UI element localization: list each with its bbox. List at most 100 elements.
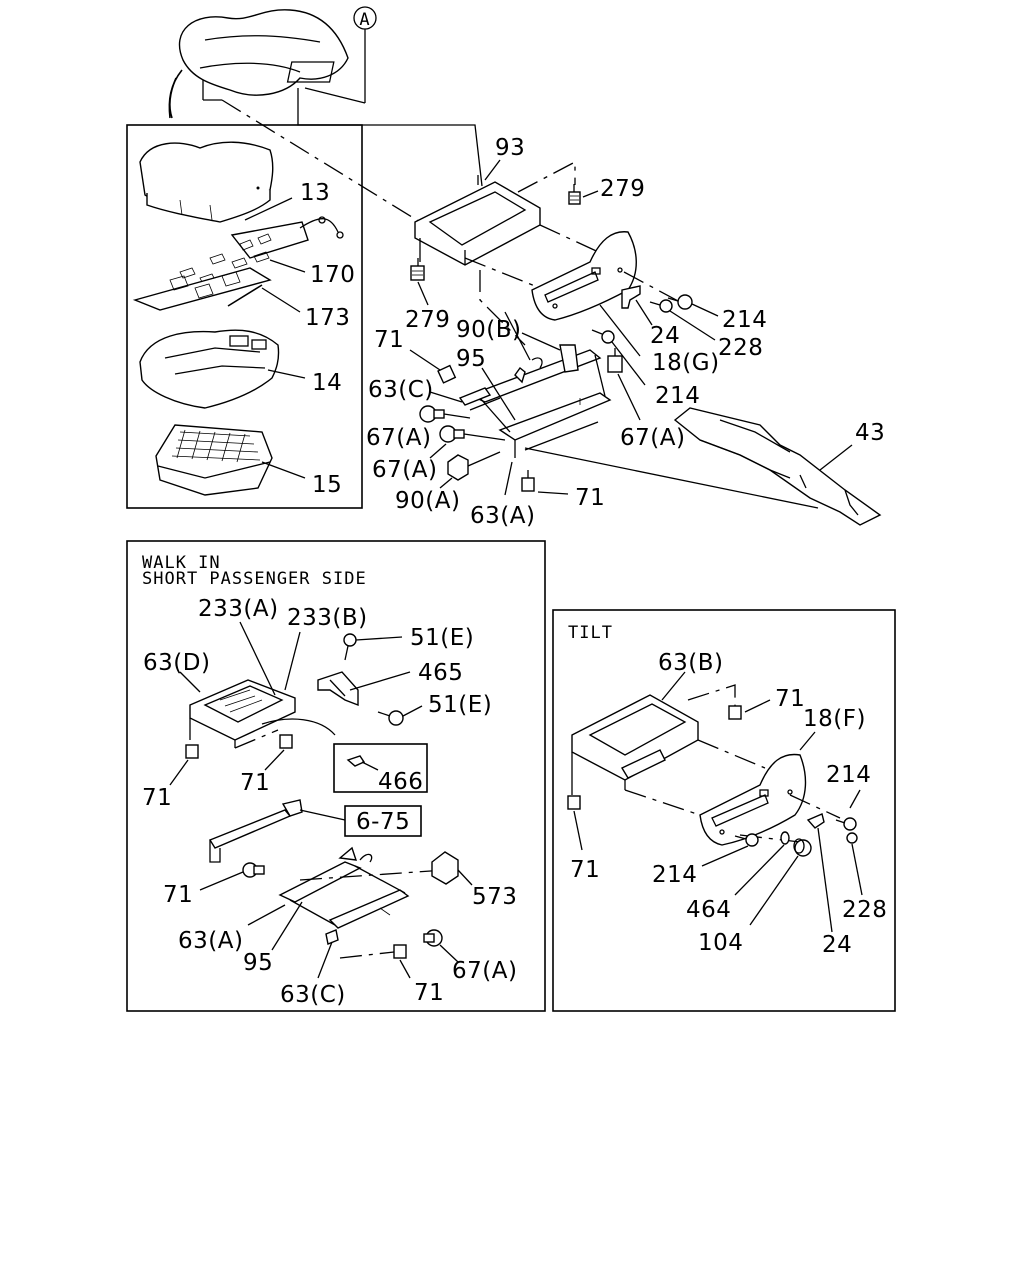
svg-text:71: 71	[570, 857, 600, 883]
walk-in-box	[126, 540, 546, 1012]
bolt-71-d	[393, 944, 407, 959]
svg-text:63(C): 63(C)	[280, 982, 346, 1008]
svg-text:93: 93	[495, 135, 525, 161]
svg-text:14: 14	[312, 370, 342, 396]
svg-text:63(A): 63(A)	[178, 928, 243, 954]
svg-text:214: 214	[652, 862, 697, 888]
svg-text:6-75: 6-75	[356, 809, 410, 835]
bolt-71-c	[242, 862, 265, 878]
walk-in-rail-assembly	[278, 846, 410, 929]
bolt-71-b	[279, 734, 293, 749]
svg-text:71: 71	[575, 485, 605, 511]
svg-text:95: 95	[243, 950, 273, 976]
screw-51e-lower	[377, 710, 404, 726]
svg-text:214: 214	[722, 307, 767, 333]
rail-6-75	[208, 799, 303, 863]
svg-text:228: 228	[718, 335, 763, 361]
svg-text:228: 228	[842, 897, 887, 923]
svg-text:A: A	[359, 10, 370, 30]
side-cover-18g	[531, 231, 637, 321]
bolt-279-left	[410, 258, 425, 281]
svg-text:90(A): 90(A)	[395, 488, 460, 514]
knob-67a-3	[607, 348, 623, 373]
svg-text:51(E): 51(E)	[410, 625, 474, 651]
lever-24	[621, 285, 641, 309]
tilt-box	[552, 609, 896, 1012]
lever-24-tilt	[806, 813, 825, 829]
svg-text:464: 464	[686, 897, 731, 923]
part-466-box	[333, 743, 428, 793]
ref-6-75-box	[344, 805, 422, 837]
bolt-71-tilt-a	[728, 705, 742, 720]
svg-text:71: 71	[374, 327, 404, 353]
clip-90a	[447, 454, 469, 481]
walk-in-section: WALK IN SHORT PASSENGER SIDE 63(D) 233(A…	[126, 540, 546, 1012]
svg-text:63(B): 63(B)	[658, 650, 724, 676]
svg-text:63(C): 63(C)	[368, 377, 434, 403]
svg-text:67(A): 67(A)	[366, 425, 431, 451]
bolt-71-tilt-b	[567, 795, 581, 810]
screw-214-tilt-a	[835, 817, 857, 831]
tilt-section: TILT 63(B) 71 18(F)	[552, 609, 896, 1012]
svg-text:90(B): 90(B)	[456, 317, 522, 343]
svg-text:18(F): 18(F)	[803, 706, 866, 732]
svg-text:67(A): 67(A)	[372, 457, 437, 483]
walk-in-subtitle: SHORT PASSENGER SIDE	[142, 569, 367, 589]
screw-228	[649, 299, 673, 313]
svg-text:466: 466	[378, 769, 423, 795]
svg-text:214: 214	[655, 383, 700, 409]
svg-text:173: 173	[305, 305, 350, 331]
screw-228-tilt	[846, 832, 858, 844]
seat-cushion-top	[178, 9, 349, 101]
callout-a: A	[297, 6, 483, 187]
frame-63b	[571, 694, 699, 790]
bolt-279-top	[568, 184, 581, 205]
seat-rail-assembly	[468, 344, 612, 458]
seat-foam-14	[139, 329, 280, 409]
walk-in-title: WALK IN	[142, 553, 221, 573]
svg-text:15: 15	[312, 472, 342, 498]
svg-text:63(D): 63(D)	[143, 650, 210, 676]
svg-text:214: 214	[826, 762, 871, 788]
main-assembly: A 13	[126, 6, 885, 529]
screw-214-lower	[591, 329, 615, 344]
seat-base-15	[155, 424, 273, 496]
knob-67a-1	[419, 405, 445, 423]
heater-sheet-173	[132, 267, 272, 311]
seat-heater-170	[179, 216, 344, 285]
bolt-71-bottom	[521, 470, 535, 492]
svg-text:63(A): 63(A)	[470, 503, 535, 529]
seat-frame-93	[414, 175, 541, 266]
svg-text:170: 170	[310, 262, 355, 288]
svg-text:71: 71	[240, 770, 270, 796]
svg-text:233(B): 233(B)	[287, 605, 368, 631]
svg-text:71: 71	[142, 785, 172, 811]
cushion-detail-box	[126, 124, 363, 509]
svg-text:18(G): 18(G)	[652, 350, 720, 376]
svg-text:71: 71	[414, 980, 444, 1006]
screw-214-tilt-b	[734, 833, 759, 847]
clip-573	[431, 851, 459, 885]
bracket-63c	[458, 387, 492, 406]
screw-214-right	[667, 294, 693, 310]
svg-text:104: 104	[698, 930, 743, 956]
knob-67a-2	[439, 425, 465, 443]
side-cover-18f	[699, 753, 807, 846]
svg-text:24: 24	[822, 932, 852, 958]
tilt-title: TILT	[568, 623, 613, 643]
svg-text:573: 573	[472, 884, 517, 910]
svg-text:43: 43	[855, 420, 885, 446]
washer-464	[780, 831, 790, 845]
screw-51e-top	[343, 633, 357, 661]
svg-text:71: 71	[163, 882, 193, 908]
svg-text:67(A): 67(A)	[452, 958, 517, 984]
svg-text:279: 279	[600, 176, 645, 202]
knob-67a	[423, 929, 443, 947]
svg-text:67(A): 67(A)	[620, 425, 685, 451]
svg-text:71: 71	[775, 686, 805, 712]
svg-text:233(A): 233(A)	[198, 596, 279, 622]
bracket-63c-walk	[325, 929, 339, 945]
bolt-71-rail	[437, 364, 457, 384]
frame-63d	[189, 679, 336, 748]
